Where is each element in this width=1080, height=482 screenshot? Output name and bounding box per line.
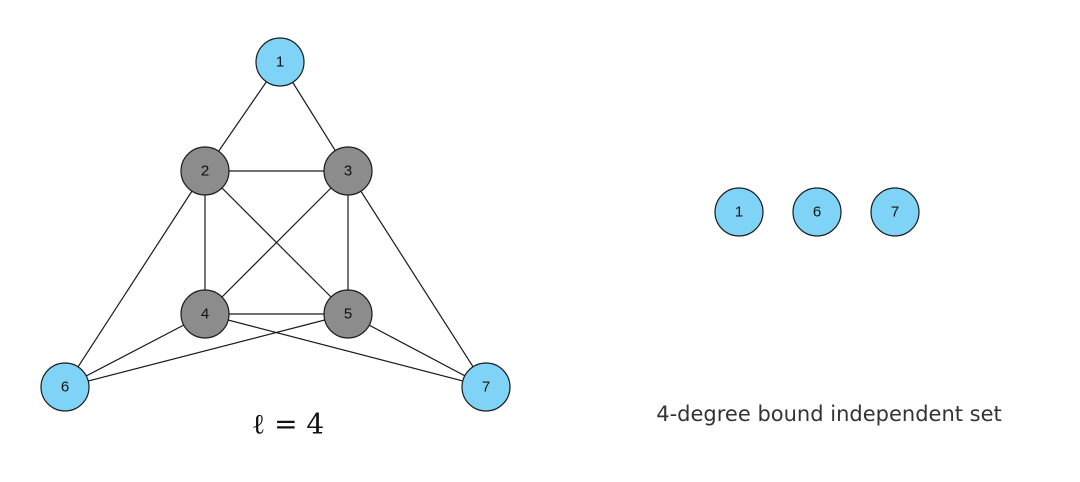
graph-node-5-circle bbox=[323, 289, 373, 339]
independent-set-nodes: 1 6 7 bbox=[714, 187, 920, 237]
graph-node-6: 6 bbox=[40, 362, 90, 412]
graph-node-7-circle bbox=[461, 362, 511, 412]
set-node-1: 1 bbox=[714, 187, 764, 237]
graph-node-5-label: 5 bbox=[344, 306, 352, 323]
set-node-6-circle bbox=[792, 187, 842, 237]
set-node-1-circle bbox=[714, 187, 764, 237]
graph-node-2-label: 2 bbox=[201, 163, 209, 180]
graph-node-1: 1 bbox=[255, 37, 305, 87]
edge-4-6 bbox=[64, 313, 206, 388]
edge-4-7 bbox=[204, 313, 487, 388]
set-node-6: 6 bbox=[792, 187, 842, 237]
edge-2-6 bbox=[64, 170, 206, 388]
set-node-1-label: 1 bbox=[735, 204, 743, 221]
graph-node-1-label: 1 bbox=[276, 54, 284, 71]
set-node-7-circle bbox=[870, 187, 920, 237]
set-node-6-label: 6 bbox=[813, 204, 821, 221]
graph-node-3: 3 bbox=[323, 146, 373, 196]
graph-node-4: 4 bbox=[180, 289, 230, 339]
edge-5-7 bbox=[347, 313, 487, 388]
graph-node-1-circle bbox=[255, 37, 305, 87]
graph-nodes: 1 2 3 4 5 6 7 bbox=[40, 37, 511, 412]
edge-3-4 bbox=[204, 170, 349, 315]
graph-node-3-label: 3 bbox=[344, 163, 352, 180]
graph-edges bbox=[64, 61, 487, 388]
graph-node-4-label: 4 bbox=[201, 306, 209, 323]
set-node-7: 7 bbox=[870, 187, 920, 237]
graph-node-6-label: 6 bbox=[61, 379, 69, 396]
graph-node-3-circle bbox=[323, 146, 373, 196]
graph-node-2: 2 bbox=[180, 146, 230, 196]
graph-node-2-circle bbox=[180, 146, 230, 196]
graph-node-6-circle bbox=[40, 362, 90, 412]
graph-node-4-circle bbox=[180, 289, 230, 339]
independent-set-caption: 4-degree bound independent set bbox=[656, 402, 1002, 426]
set-node-7-label: 7 bbox=[891, 204, 899, 221]
graph-node-7: 7 bbox=[461, 362, 511, 412]
edge-3-7 bbox=[347, 170, 487, 388]
graph-node-7-label: 7 bbox=[482, 379, 490, 396]
edge-5-6 bbox=[64, 313, 349, 388]
graph-node-5: 5 bbox=[323, 289, 373, 339]
parameter-label: ℓ = 4 bbox=[252, 408, 325, 441]
